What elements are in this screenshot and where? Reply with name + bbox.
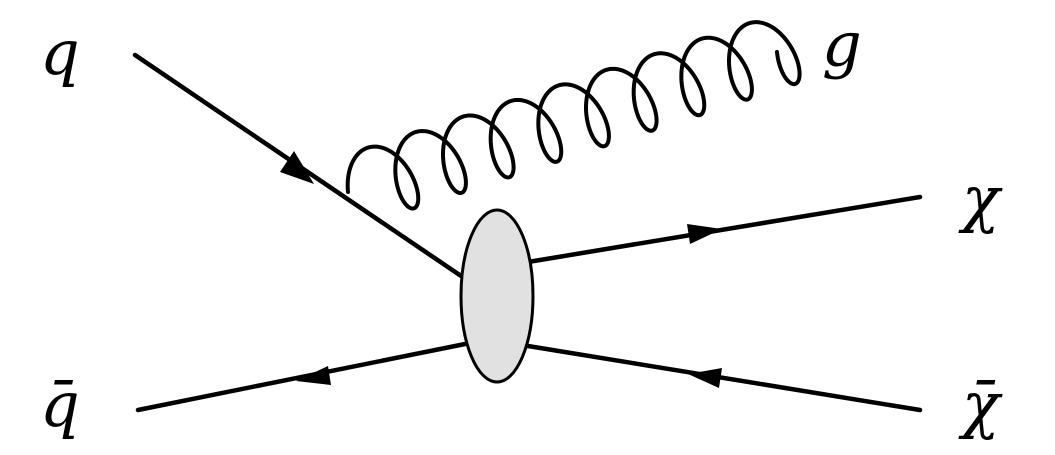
chi-bar-line [525,343,923,413]
quark-arrow-icon [280,151,314,184]
chi-arrow-icon [687,224,722,244]
antiquark-label: q̄ [40,368,80,441]
gluon-line [345,20,802,211]
chi-label: χ [958,162,1003,235]
chi-line [525,194,923,265]
gluon-label: g [822,8,862,81]
chi-bar-arrow-icon [688,368,722,388]
antiquark-line [135,340,473,413]
interaction-blob [459,208,535,384]
quark-label: q [40,16,80,89]
antiquark-arrow-icon [296,366,331,385]
chi-bar-label: χ̄ [958,368,1003,441]
